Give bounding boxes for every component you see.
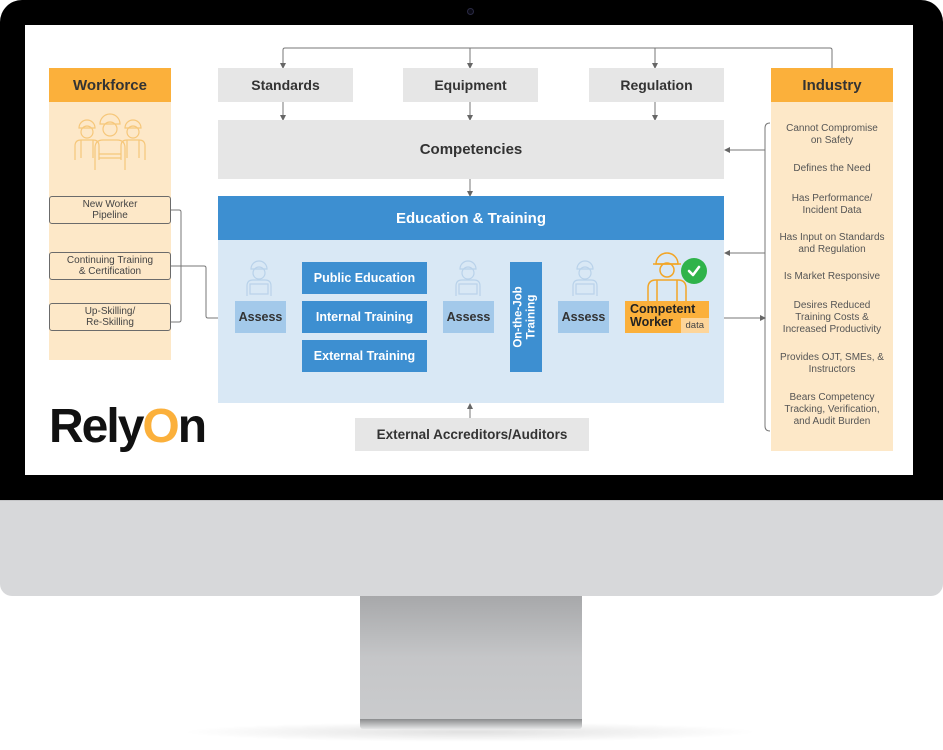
competent-worker-box: Competent Worker data (625, 301, 709, 333)
assessor-icon (572, 260, 598, 296)
line: Defines the Need (793, 163, 871, 174)
external-training-box: External Training (302, 340, 427, 372)
item-line: Pipeline (92, 210, 128, 221)
line: Has Performance/ (791, 193, 873, 204)
item-line: Re-Skilling (86, 317, 134, 328)
logo-text-rely: Rely (49, 400, 144, 453)
competent-line2: Worker (630, 315, 673, 329)
line: Instructors (808, 364, 856, 375)
industry-item: Has Performance/Incident Data (771, 193, 893, 217)
workforce-header: Workforce (49, 68, 171, 102)
ojt-line1: On-the-Job (513, 286, 526, 348)
assess-box-1: Assess (235, 301, 286, 333)
item-line: & Certification (78, 266, 142, 277)
line: Has Input on Standards (779, 232, 885, 243)
checkmark-icon (681, 258, 707, 284)
line: Provides OJT, SMEs, & (780, 352, 884, 363)
workforce-item-continuing-training: Continuing Training& Certification (49, 252, 171, 280)
camera-icon (467, 8, 474, 15)
education-training-header: Education & Training (218, 196, 724, 240)
line: Tracking, Verification, (784, 404, 880, 415)
industry-item: Is Market Responsive (771, 271, 893, 283)
standards-box: Standards (218, 68, 353, 102)
logo-text-n: n (177, 400, 207, 453)
assessor-icon (246, 260, 272, 296)
industry-item: Provides OJT, SMEs, &Instructors (771, 352, 893, 376)
item-line: Continuing Training (66, 255, 154, 266)
industry-header: Industry (771, 68, 893, 102)
external-accreditors-box: External Accreditors/Auditors (355, 418, 589, 451)
item-line: Up-Skilling/ (84, 306, 136, 317)
workforce-item-up-skilling: Up-Skilling/Re-Skilling (49, 303, 171, 331)
public-education-box: Public Education (302, 262, 427, 294)
line: on Safety (810, 135, 854, 146)
item-line: New Worker (82, 199, 138, 210)
line: and Regulation (798, 244, 866, 255)
monitor-chin (0, 500, 943, 596)
line: and Audit Burden (793, 416, 871, 427)
logo-text-o: O (142, 400, 179, 453)
regulation-box: Regulation (589, 68, 724, 102)
industry-item: Defines the Need (771, 163, 893, 175)
assess-box-2: Assess (443, 301, 494, 333)
competencies-box: Competencies (218, 120, 724, 179)
workers-group-icon (74, 113, 146, 170)
line: Increased Productivity (782, 324, 882, 335)
stand-shadow (180, 722, 760, 742)
line: Cannot Compromise (786, 123, 878, 134)
data-tag: data (680, 318, 709, 333)
equipment-box: Equipment (403, 68, 538, 102)
assessor-icon (455, 260, 481, 296)
line: Incident Data (802, 205, 862, 216)
line: Is Market Responsive (783, 271, 881, 282)
monitor-stand-foot (360, 719, 582, 729)
line: Desires Reduced (793, 300, 871, 311)
line: Bears Competency (789, 392, 875, 403)
internal-training-box: Internal Training (302, 301, 427, 333)
monitor-stand (360, 596, 582, 720)
competent-line1: Competent (630, 302, 696, 316)
line: Training Costs & (795, 312, 869, 323)
assess-box-3: Assess (558, 301, 609, 333)
competent-worker-icon (647, 252, 687, 302)
ojt-line2: Training (526, 294, 539, 340)
